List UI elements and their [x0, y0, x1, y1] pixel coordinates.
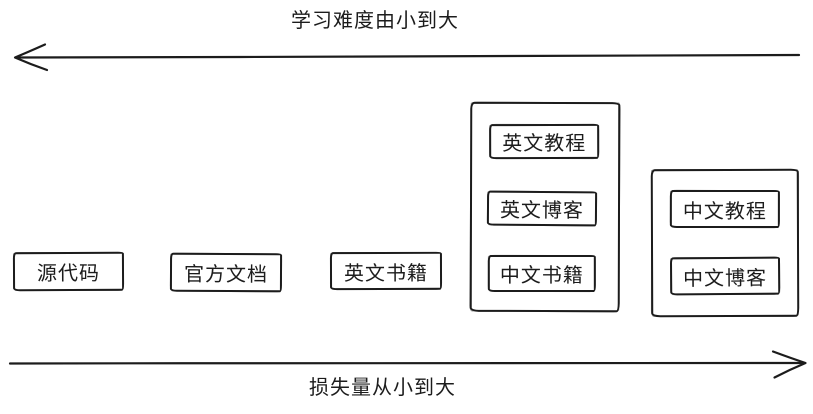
box-english-books: 英文书籍: [329, 251, 443, 291]
box-source-code: 源代码: [12, 251, 125, 292]
box-english-tutorials: 英文教程: [489, 123, 600, 160]
group-box-1: 英文教程 英文博客 中文书籍: [469, 101, 621, 313]
box-english-blogs: 英文博客: [486, 190, 598, 227]
left-arrow-icon: [13, 43, 801, 72]
learning-difficulty-axis-label: 学习难度由小到大: [291, 10, 459, 32]
loss-axis-label: 损失量从小到大: [309, 377, 456, 399]
box-chinese-books: 中文书籍: [487, 254, 596, 293]
box-chinese-blogs: 中文博客: [669, 256, 781, 296]
group-box-2: 中文教程 中文博客: [650, 168, 800, 318]
box-chinese-tutorials: 中文教程: [669, 189, 780, 229]
right-arrow-icon: [8, 350, 807, 379]
box-official-docs: 官方文档: [169, 252, 283, 293]
